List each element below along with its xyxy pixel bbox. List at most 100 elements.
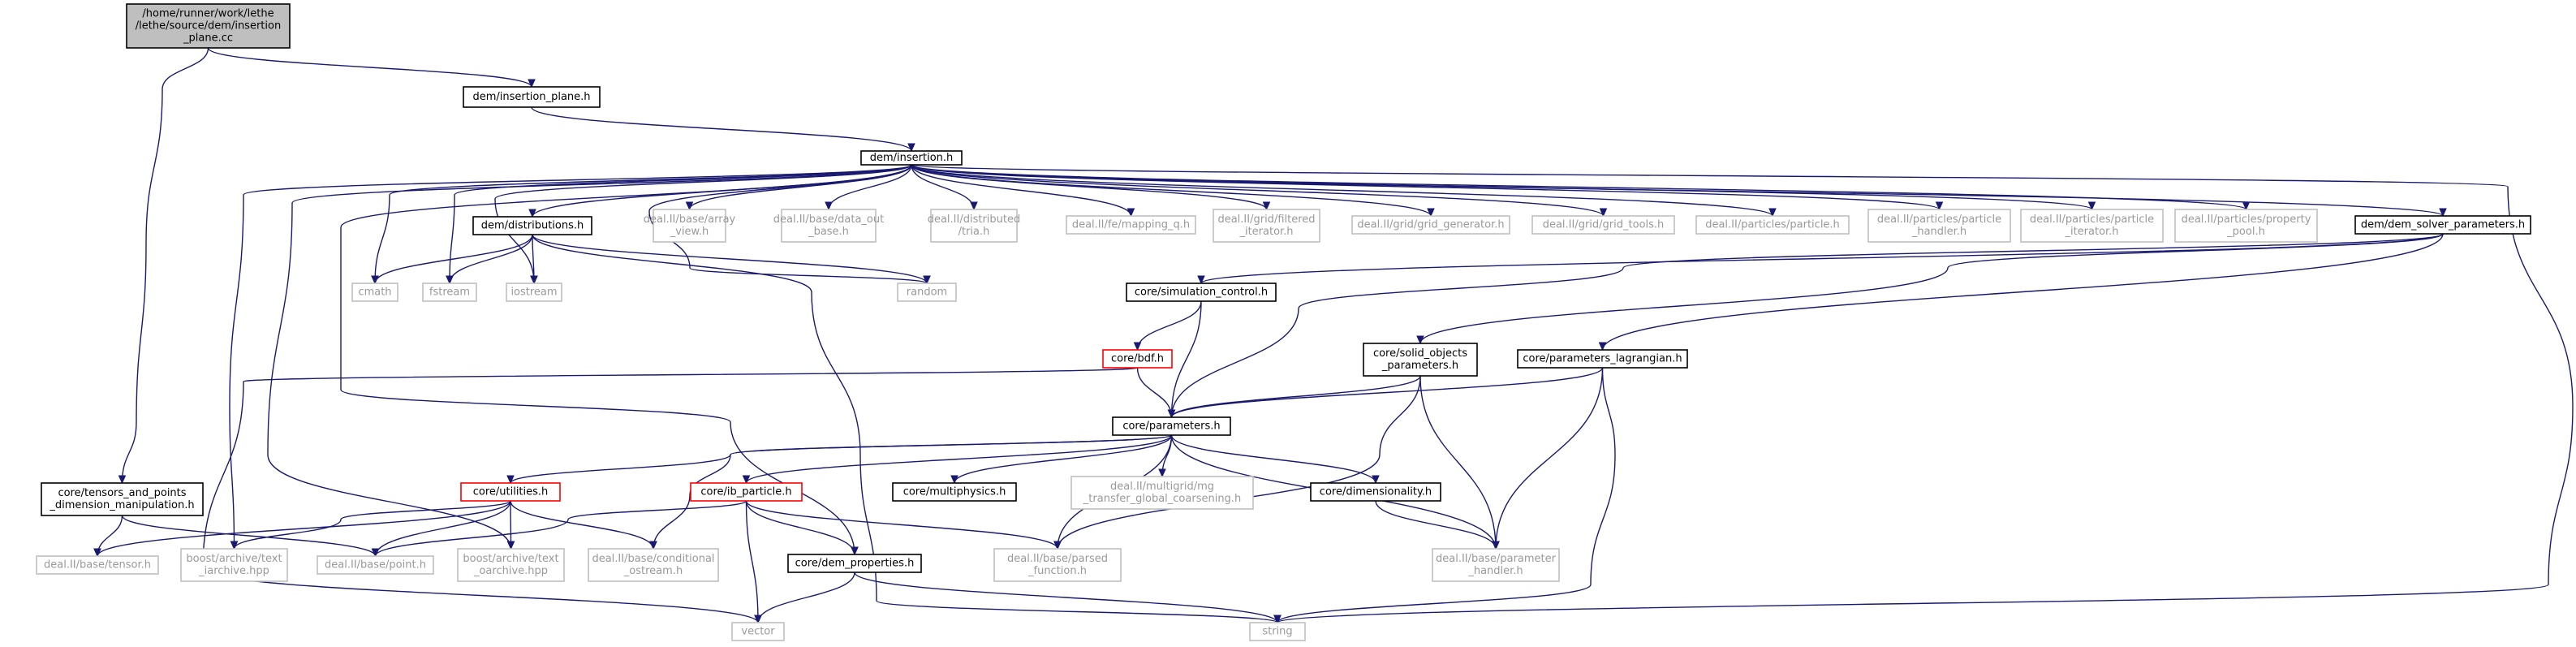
edge-line [911, 164, 1432, 217]
node-simulation_control[interactable]: core/simulation_control.h [1126, 283, 1277, 302]
edge-line [229, 164, 912, 550]
edge-dem_distributions_h-to-fstream [446, 234, 533, 285]
node-parameters[interactable]: core/parameters.h [1112, 416, 1231, 436]
node-box [897, 283, 957, 302]
arrowhead-icon [93, 548, 101, 558]
node-array_view: deal.II/base/array_view.h [644, 209, 736, 243]
node-dem_solver_parameters[interactable]: dem/dem_solver_parameters.h [2354, 215, 2531, 235]
node-dem_properties[interactable]: core/dem_properties.h [787, 554, 922, 573]
edge-dem_solver_parameters-to-parameters [1167, 233, 2444, 419]
arrowhead-icon [1262, 201, 1271, 211]
node-solid_objects_parameters[interactable]: core/solid_objects_parameters.h [1363, 343, 1478, 377]
edge-line [340, 164, 912, 555]
node-label: string [1262, 626, 1292, 638]
node-box [317, 555, 434, 575]
node-parameters_lagrangian[interactable]: core/parameters_lagrangian.h [1517, 349, 1688, 369]
edge-ib_particle-to-vector [745, 500, 762, 624]
edge-line [510, 500, 654, 550]
node-label: core/utilities.h [473, 486, 549, 498]
node-conditional_ostream: deal.II/base/conditional_ostream.h [588, 548, 719, 582]
node-tensors_points[interactable]: core/tensors_and_points_dimension_manipu… [41, 482, 204, 516]
arrowhead-icon [528, 79, 536, 88]
node-dem_insertion_h[interactable]: dem/insertion.h [860, 150, 963, 166]
node-label: core/dimensionality.h [1320, 486, 1432, 498]
edge-line [911, 164, 2247, 210]
edge-line [911, 164, 2444, 217]
node-box [1363, 343, 1478, 377]
arrowhead-icon [506, 475, 515, 485]
node-label: deal.II/particles/particle [1877, 214, 2001, 226]
edge-line [911, 164, 2574, 623]
node-label: deal.II/grid/grid_tools.h [1543, 219, 1665, 231]
node-box [126, 3, 291, 49]
node-iostream: iostream [506, 283, 562, 302]
node-label: dem/insertion_plane.h [472, 91, 590, 103]
node-label: _handler.h [1467, 565, 1523, 577]
node-label: deal.II/particles/particle [2030, 214, 2154, 226]
edge-parameters-to-multiphysics [950, 434, 1173, 485]
edge-utilities-to-text_oarchive [506, 500, 515, 550]
arrowhead-icon [118, 475, 127, 485]
edge-dem_distributions_h-to-random [532, 234, 931, 285]
arrowhead-icon [1492, 541, 1500, 550]
node-vector: vector [731, 622, 785, 641]
node-box [588, 548, 719, 582]
node-label: /home/runner/work/lethe [142, 8, 274, 20]
node-box [892, 482, 1017, 502]
node-particle: deal.II/particles/particle.h [1695, 215, 1850, 235]
node-label: deal.II/base/tensor.h [44, 559, 151, 572]
edge-dem_distributions_h-to-iostream [530, 234, 538, 285]
node-grid_generator: deal.II/grid/grid_generator.h [1351, 215, 1510, 235]
edge-line [1170, 367, 1604, 418]
edge-dem_insertion_h-to-particle_handler [911, 164, 1944, 211]
edge-parameters-to-dimensionality [1170, 434, 1380, 485]
arrowhead-icon [1598, 342, 1607, 352]
arrowhead-icon [907, 143, 915, 153]
node-bdf[interactable]: core/bdf.h [1102, 349, 1173, 369]
node-label: core/tensors_and_points [58, 487, 186, 499]
node-box [1695, 215, 1850, 235]
arrowhead-icon [506, 541, 515, 550]
node-ib_particle[interactable]: core/ib_particle.h [690, 482, 803, 502]
node-box [463, 86, 601, 108]
edge-line [757, 572, 855, 623]
node-text_iarchive: boost/archive/text_iarchive.hpp [180, 548, 288, 582]
arrowhead-icon [1599, 208, 1608, 218]
node-label: dem/insertion.h [870, 152, 954, 164]
node-property_pool: deal.II/particles/property_pool.h [2174, 209, 2318, 243]
arrowhead-icon [649, 541, 657, 550]
node-dimensionality[interactable]: core/dimensionality.h [1310, 482, 1441, 502]
arrowhead-icon [825, 201, 833, 211]
edge-line [911, 164, 1132, 217]
node-label: vector [741, 626, 775, 638]
edge-solid_objects_parameters-to-parameters [1167, 375, 1421, 419]
node-label: deal.II/grid/filtered [1217, 214, 1315, 226]
edge-dem_insertion_h-to-grid_tools [911, 164, 1608, 218]
edge-dem_insertion_h-to-dem_solver_parameters [911, 164, 2447, 218]
arrowhead-icon [1167, 409, 1176, 419]
node-dem_insertion_plane_h[interactable]: dem/insertion_plane.h [463, 86, 601, 108]
node-multiphysics[interactable]: core/multiphysics.h [892, 482, 1017, 502]
node-box [653, 209, 726, 243]
node-box [1213, 209, 1320, 243]
edge-line [1170, 233, 2444, 418]
node-dem_distributions_h[interactable]: dem/distributions.h [472, 216, 592, 235]
edge-dimensionality-to-parameter_handler [1375, 500, 1500, 550]
edge-line [202, 367, 1139, 623]
nodes-layer: /home/runner/work/lethe/lethe/source/dem… [36, 3, 2531, 641]
node-label: deal.II/base/data_out [773, 214, 884, 226]
edge-line [1375, 500, 1497, 550]
arrowhead-icon [1133, 342, 1142, 352]
node-insertion_plane_cc[interactable]: /home/runner/work/lethe/lethe/source/dem… [126, 3, 291, 49]
node-utilities[interactable]: core/utilities.h [460, 482, 561, 502]
node-label: iostream [510, 287, 557, 299]
edge-dem_properties-to-vector [754, 572, 855, 624]
node-label: _iterator.h [2064, 226, 2118, 238]
arrowhead-icon [530, 275, 538, 285]
arrowhead-icon [1126, 208, 1135, 218]
edge-dem_solver_parameters-to-parameters_lagrangian [1598, 233, 2444, 352]
edge-line [1277, 367, 1616, 623]
node-parameter_handler: deal.II/base/parameter_handler.h [1432, 548, 1560, 582]
node-data_out_base: deal.II/base/data_out_base.h [773, 209, 884, 243]
edge-line [653, 434, 1173, 550]
